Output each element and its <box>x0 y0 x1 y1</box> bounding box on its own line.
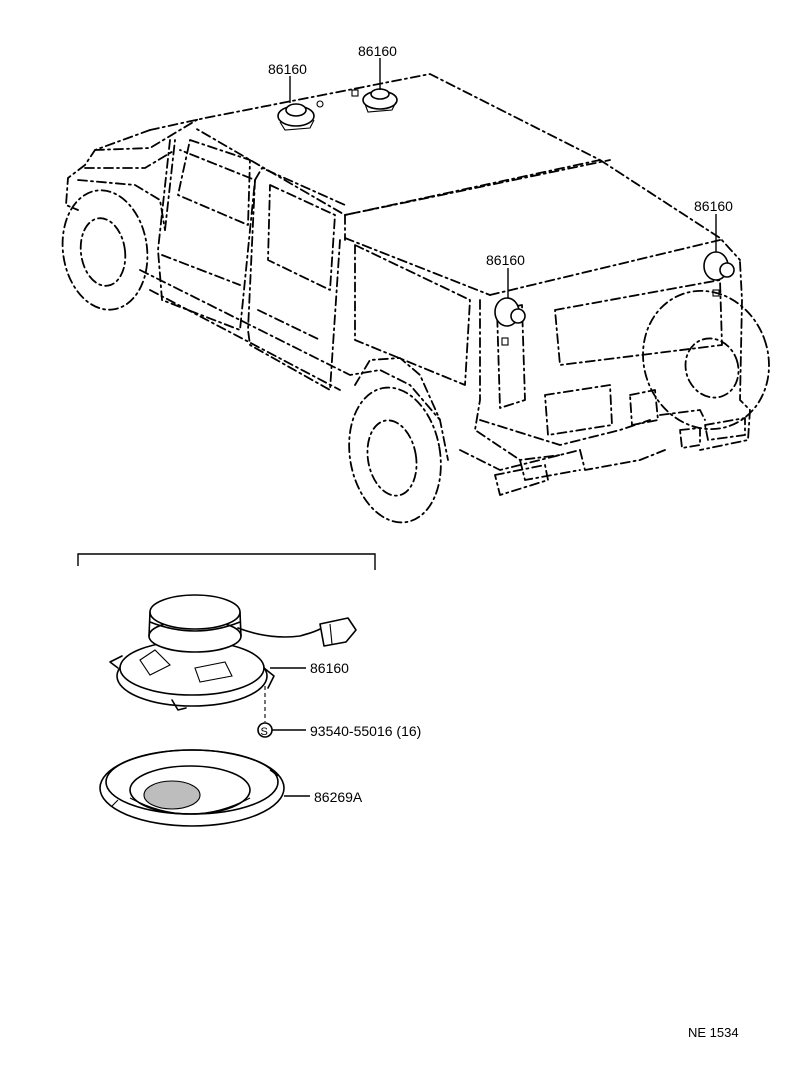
part-86269A-label: 86269A <box>314 789 363 805</box>
part-86160-label: 86160 <box>310 660 349 676</box>
rear-wheel <box>348 386 442 524</box>
roof-speaker-left <box>277 100 324 131</box>
roof-speaker-right <box>351 88 398 113</box>
part-93540-label: 93540-55016 (16) <box>310 723 421 739</box>
screw-symbol-letter: S <box>261 726 268 738</box>
vehicle-outline <box>61 73 770 524</box>
callout-86160-rear-left: 86160 <box>486 252 525 268</box>
callout-86160-roof-left: 86160 <box>268 61 307 77</box>
rear-speaker-left <box>494 297 526 346</box>
callout-86160-roof-right: 86160 <box>358 43 397 59</box>
spare-tire <box>642 289 770 431</box>
drawing-code: NE 1534 <box>688 1025 739 1040</box>
rear-speaker-right <box>703 251 735 297</box>
callout-86160-rear-right: 86160 <box>694 198 733 214</box>
detail-bracket <box>77 553 376 570</box>
front-wheel <box>61 189 149 311</box>
speaker-grille <box>99 749 285 827</box>
screw-symbol: S <box>257 686 273 738</box>
speaker-assembly <box>109 594 357 711</box>
